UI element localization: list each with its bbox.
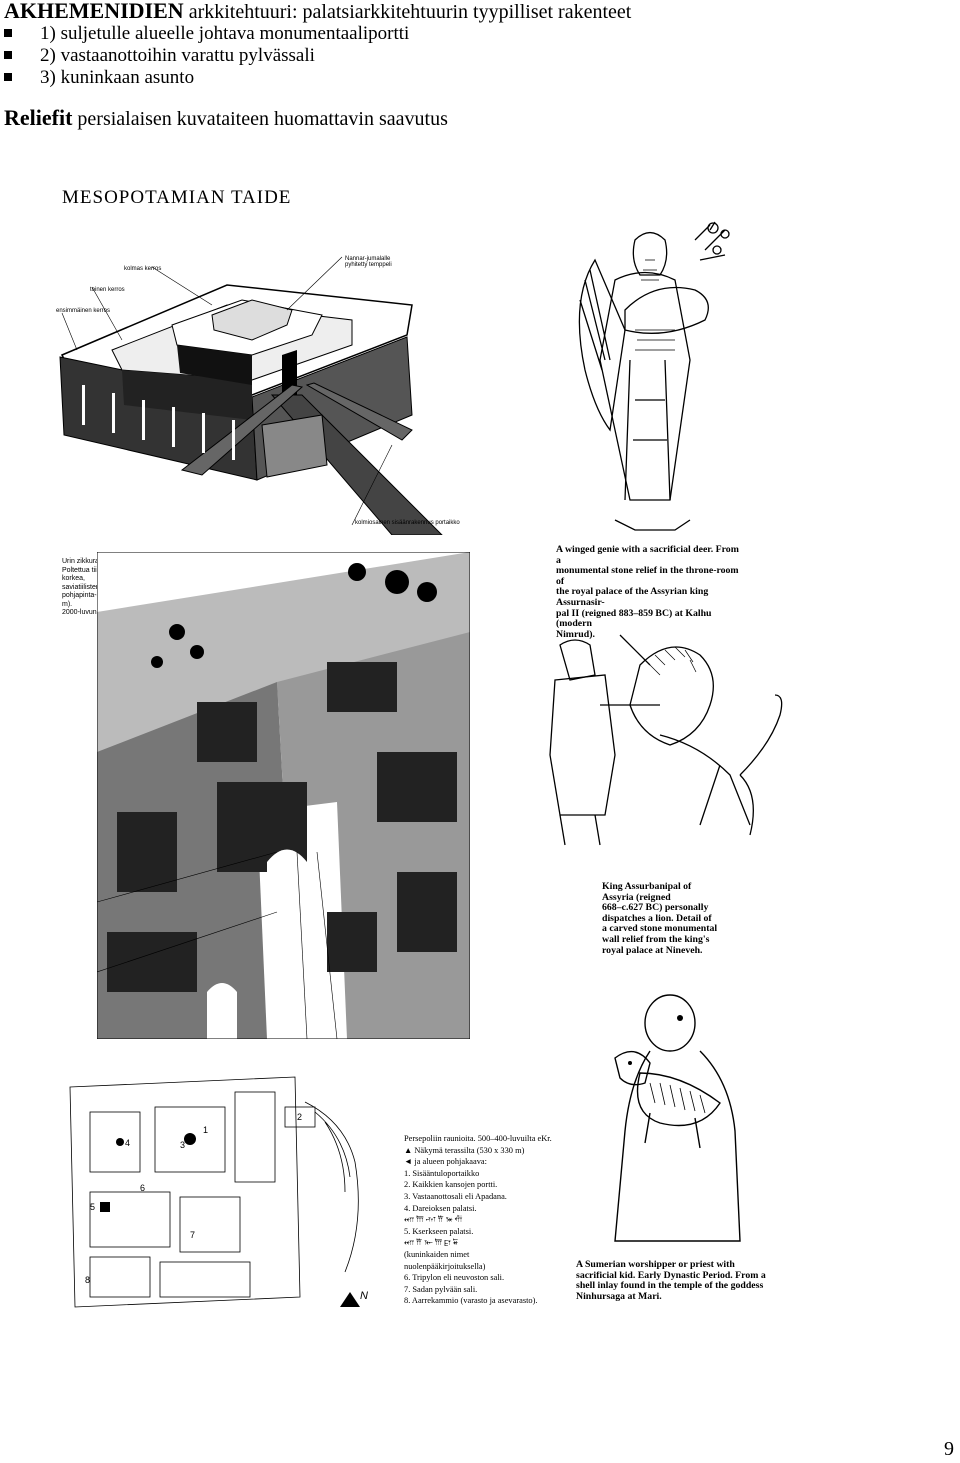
title-rest: arkkitehtuuri: palatsiarkkitehtuurin tyy… bbox=[183, 1, 632, 23]
section-heading: MESOPOTAMIAN TAIDE bbox=[62, 187, 292, 208]
caption-line: ▲ Näkymä terassilta (530 x 330 m) bbox=[404, 1145, 525, 1155]
plan-number-1: 1 bbox=[203, 1125, 209, 1135]
caption-line: 8. Aarrekammio (varasto ja asevarasto). bbox=[404, 1296, 538, 1306]
plan-number-7: 7 bbox=[190, 1230, 196, 1240]
ziggurat-label-temple: Nannar-jumalalle pyhitetty temppeli bbox=[345, 256, 392, 268]
reliefit-rest: persialaisen kuvataiteen huomattavin saa… bbox=[72, 108, 448, 130]
caption-line: Persepoliin raunioita. 500–400-luvuilta … bbox=[404, 1134, 552, 1143]
assurbanipal-lion-relief bbox=[549, 634, 783, 846]
caption-line: shell inlay found in the temple of the g… bbox=[576, 1280, 764, 1292]
page-number: 9 bbox=[944, 1438, 954, 1460]
caption-line: 7. Sadan pylvään sali. bbox=[404, 1284, 478, 1294]
caption-line: Assyria (reigned bbox=[602, 891, 671, 903]
caption-line: A Sumerian worshipper or priest with bbox=[576, 1259, 735, 1270]
caption-line: 668–c.627 BC) personally bbox=[602, 902, 709, 914]
sumerian-worshipper-illustration bbox=[614, 994, 741, 1242]
caption-line: royal palace at Nineveh. bbox=[602, 944, 703, 956]
list-item: 2) vastaanottoihin varattu pylvässali bbox=[4, 45, 944, 67]
caption-line: 2. Kaikkien kansojen portti. bbox=[404, 1180, 498, 1190]
reliefit-line: Reliefit persialaisen kuvataiteen huomat… bbox=[4, 105, 944, 131]
bullet-square-icon bbox=[4, 29, 12, 37]
cuneiform-line: 𐎧 𐎡 𐎹 𐎠 𐎼 𐏁 bbox=[404, 1238, 458, 1248]
north-arrow-label: N bbox=[360, 1290, 368, 1302]
list-item: 3) kuninkaan asunto bbox=[4, 67, 944, 89]
caption-line: dispatches a lion. Detail of bbox=[602, 912, 712, 924]
title-bold: AKHEMENIDIEN bbox=[4, 0, 184, 23]
caption-line: 4. Dareioksen palatsi. bbox=[404, 1203, 477, 1213]
caption-line: sacrificial kid. Early Dynastic Period. … bbox=[576, 1269, 766, 1281]
plan-number-6: 6 bbox=[140, 1183, 146, 1193]
caption-line: Ninhursaga at Mari. bbox=[576, 1290, 662, 1302]
ziggurat-label-first: ensimmäinen kerros bbox=[56, 308, 111, 314]
page-header: AKHEMENIDIEN arkkitehtuuri: palatsiarkki… bbox=[4, 0, 944, 151]
plan-number-3: 3 bbox=[180, 1140, 186, 1150]
bullet-square-icon bbox=[4, 73, 12, 81]
reliefit-bold: Reliefit bbox=[4, 105, 73, 130]
caption-line: wall relief from the king's bbox=[602, 933, 710, 945]
list-item-text: 3) kuninkaan asunto bbox=[40, 67, 195, 88]
caption-line: (kuninkaiden nimet bbox=[404, 1249, 470, 1259]
caption-line: pal II (reigned 883–859 BC) at Kalhu (mo… bbox=[556, 607, 712, 630]
plan-number-5: 5 bbox=[90, 1202, 96, 1212]
winged-genie-illustration bbox=[578, 221, 730, 531]
caption-line: monumental stone relief in the throne-ro… bbox=[556, 565, 739, 587]
bullet-square-icon bbox=[4, 51, 12, 59]
plan-number-4: 4 bbox=[125, 1138, 131, 1148]
caption-line: Nimrud). bbox=[556, 628, 595, 640]
caption-line: 3. Vastaanottosali eli Apadana. bbox=[404, 1191, 507, 1201]
assurbanipal-caption: King Assurbanipal of Assyria (reigned 66… bbox=[602, 881, 752, 956]
ziggurat-illustration bbox=[59, 256, 443, 535]
ziggurat-label-stairs: kolmiosainen sisäänrakennus portaikko bbox=[355, 520, 460, 526]
genie-caption: A winged genie with a sacrificial deer. … bbox=[556, 544, 746, 640]
caption-line: the royal palace of the Assyrian king As… bbox=[556, 586, 709, 608]
feature-list: 1) suljetulle alueelle johtava monumenta… bbox=[4, 23, 944, 89]
caption-line: King Assurbanipal of bbox=[602, 881, 692, 892]
plan-number-2: 2 bbox=[297, 1112, 303, 1122]
caption-line: nuolenpääkirjoituksella) bbox=[404, 1261, 486, 1271]
page-title: AKHEMENIDIEN arkkitehtuuri: palatsiarkki… bbox=[4, 0, 944, 23]
cuneiform-line: 𐎧 𐎠 𐎶 𐎡 𐎳 𐎢 bbox=[404, 1215, 463, 1225]
caption-line: 1. Sisääntuloportaikko bbox=[404, 1168, 480, 1178]
sumerian-caption: A Sumerian worshipper or priest with sac… bbox=[576, 1259, 766, 1302]
ziggurat-label-third: kolmas kerros bbox=[124, 266, 162, 272]
list-item-text: 2) vastaanottoihin varattu pylvässali bbox=[40, 45, 315, 66]
caption-line: A winged genie with a sacrificial deer. … bbox=[556, 544, 739, 566]
list-item-text: 1) suljetulle alueelle johtava monumenta… bbox=[40, 23, 410, 44]
plan-number-8: 8 bbox=[85, 1275, 91, 1285]
caption-line: 2000-luvun loppu eKr. bbox=[62, 609, 131, 616]
caption-line: 5. Kserkseen palatsi. bbox=[404, 1226, 474, 1236]
caption-line: 6. Tripylon eli neuvoston sali. bbox=[404, 1273, 505, 1283]
persepolis-site-plan bbox=[69, 1076, 360, 1308]
ziggurat-label-second: toinen kerros bbox=[90, 287, 125, 293]
babylon-city-illustration bbox=[97, 552, 470, 1039]
persepolis-caption: Persepoliin raunioita. 500–400-luvuilta … bbox=[404, 1133, 552, 1307]
list-item: 1) suljetulle alueelle johtava monumenta… bbox=[4, 23, 944, 45]
caption-line: a carved stone monumental bbox=[602, 923, 718, 935]
caption-line: ◄ ja alueen pohjakaava: bbox=[404, 1157, 487, 1167]
